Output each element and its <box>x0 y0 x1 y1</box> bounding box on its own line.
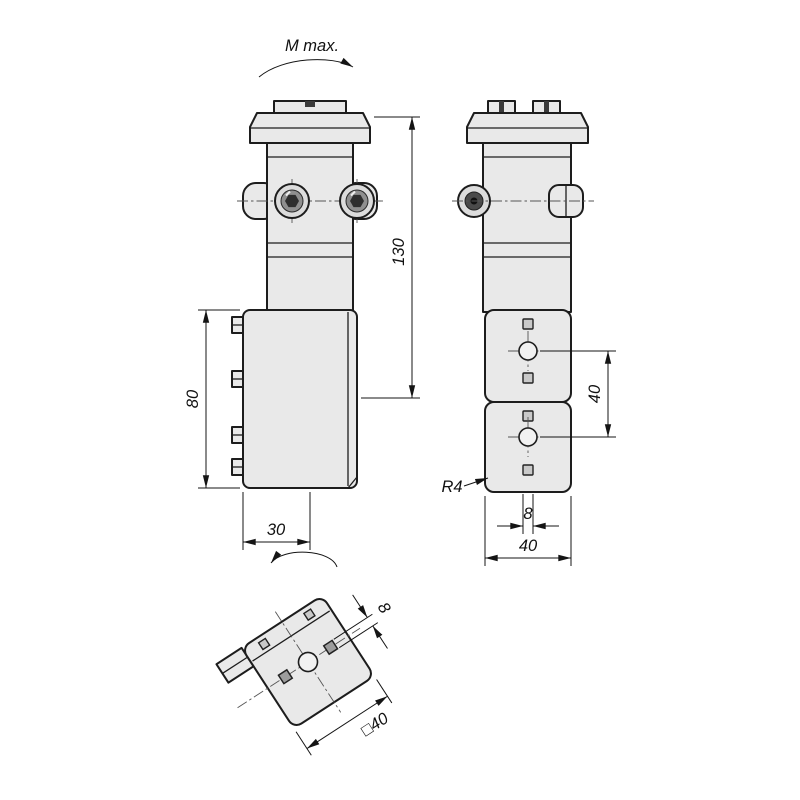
mounting-block <box>242 309 358 489</box>
dim-m-max: M max. <box>258 37 354 78</box>
torque-arrow-icon <box>258 57 354 78</box>
dim-30: 30 <box>242 492 311 550</box>
dim-80: 80 <box>184 309 240 489</box>
dim-label-8-side: 8 <box>523 505 533 523</box>
dim-label-40-width: 40 <box>519 537 538 555</box>
edge-slot <box>302 608 316 622</box>
dim-r4: R4 <box>441 477 489 496</box>
dim-label-30: 30 <box>267 521 286 539</box>
dim-40-width: 40 <box>484 496 572 566</box>
center-hole <box>297 651 319 673</box>
dim-label-130: 130 <box>390 237 408 265</box>
square-slot <box>522 318 534 330</box>
socket-screw-left <box>274 183 310 219</box>
clamp-body-side <box>482 142 572 313</box>
square-slot <box>522 372 534 384</box>
dim-label-40-pitch: 40 <box>586 384 604 403</box>
dim-label-m-max: M max. <box>285 37 339 55</box>
square-slot <box>277 668 294 685</box>
screw-slot-icon <box>499 101 504 114</box>
mounting-hole-lower <box>518 427 538 447</box>
dim-label-r4: R4 <box>441 478 462 496</box>
screw-slot-icon <box>305 101 315 107</box>
screw-slot-icon <box>544 101 549 114</box>
square-slot <box>322 639 339 656</box>
swivel-arrow-icon <box>270 550 338 568</box>
clamp-body <box>266 142 354 313</box>
screw-end-icon <box>457 184 491 218</box>
dim-40-pitch: 40 <box>540 350 616 438</box>
dim-label-80: 80 <box>184 389 202 408</box>
mounting-hole-upper <box>518 341 538 361</box>
front-view <box>231 100 383 489</box>
dim-130: 130 <box>361 116 420 399</box>
socket-screw-right <box>339 183 375 219</box>
side-view <box>452 100 594 493</box>
square-slot <box>522 464 534 476</box>
edge-slot <box>257 637 271 651</box>
dim-8-side: 8 <box>497 494 559 534</box>
